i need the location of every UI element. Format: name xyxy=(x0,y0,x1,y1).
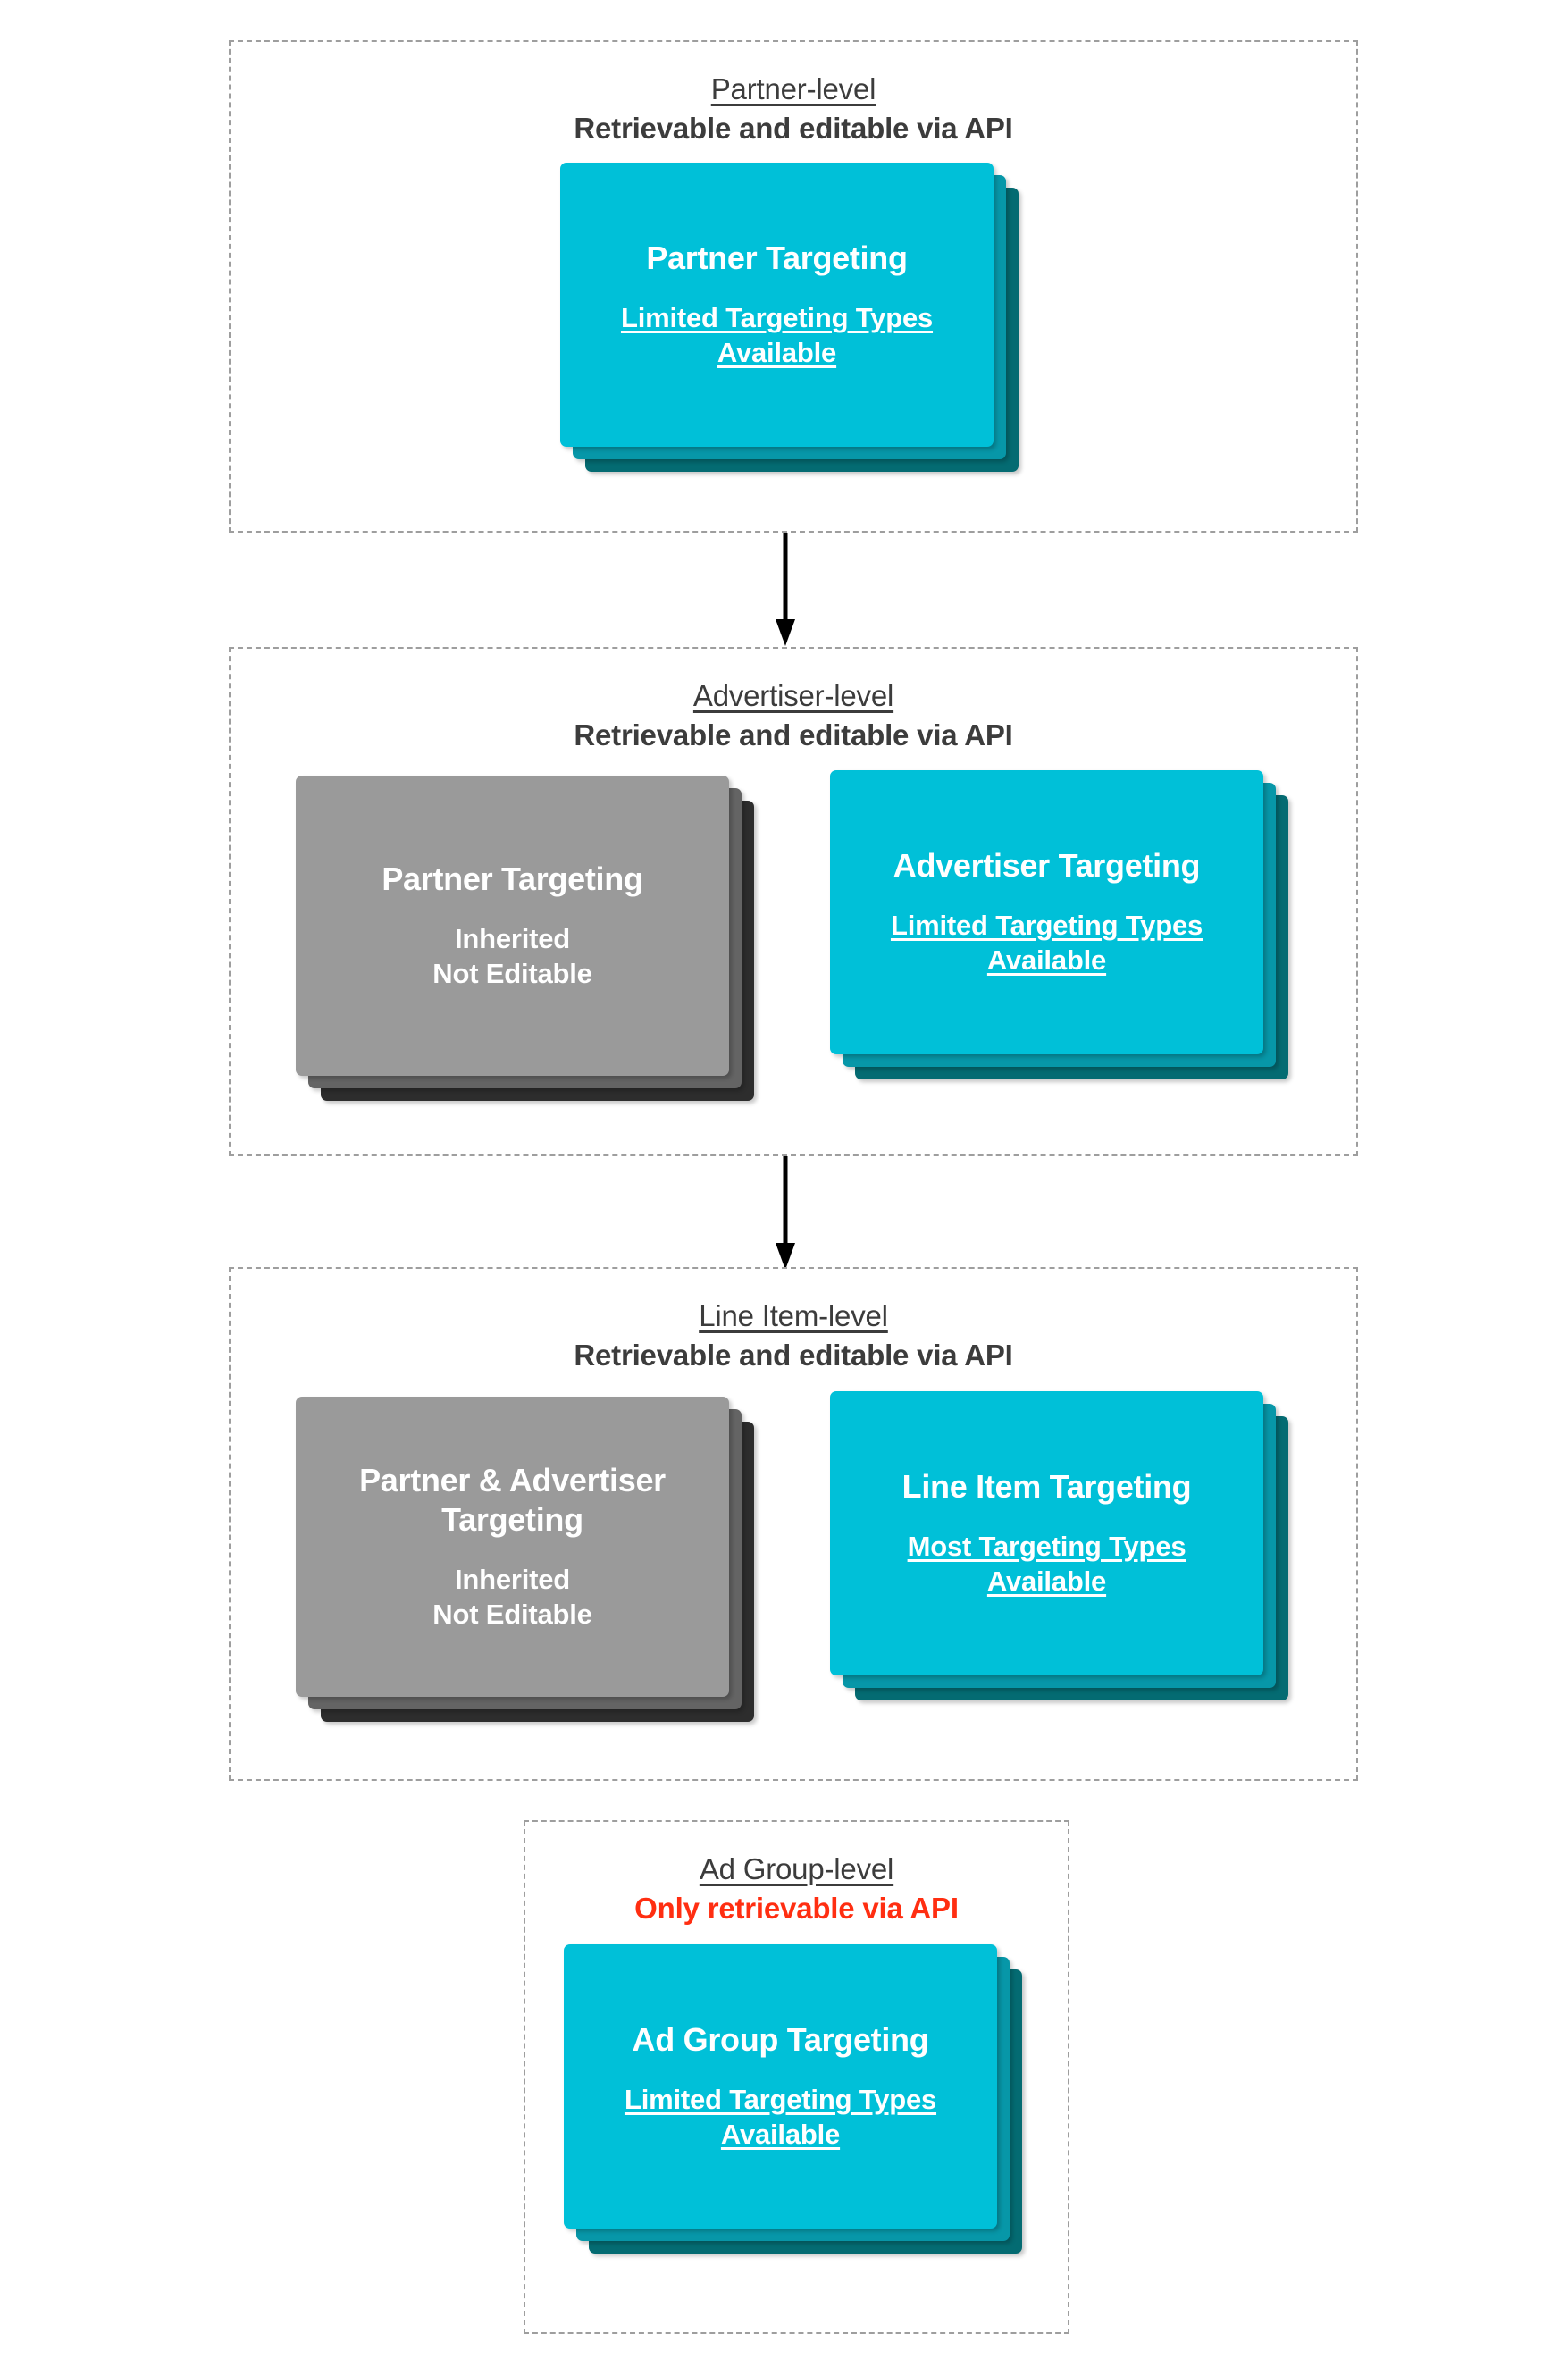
card-note: Inherited Not Editable xyxy=(432,923,592,989)
level-ad-group-title: Ad Group-level xyxy=(699,1852,894,1885)
card-note: Inherited Not Editable xyxy=(432,1564,592,1630)
card-title: Line Item Targeting xyxy=(901,1468,1192,1506)
level-partner: Partner-level Retrievable and editable v… xyxy=(229,40,1358,533)
card-content: Ad Group Targeting Limited Targeting Typ… xyxy=(564,1944,997,2229)
level-line-item-title: Line Item-level xyxy=(699,1299,888,1332)
card-face: Advertiser Targeting Limited Targeting T… xyxy=(830,770,1263,1054)
arrow-advertiser-to-line-item xyxy=(776,1156,795,1270)
level-partner-subtitle: Retrievable and editable via API xyxy=(574,112,1013,146)
level-advertiser: Advertiser-level Retrievable and editabl… xyxy=(229,647,1358,1156)
level-line-item-subtitle: Retrievable and editable via API xyxy=(574,1339,1013,1372)
card-inherited-partner-targeting[interactable]: Partner Targeting Inherited Not Editable xyxy=(296,776,754,1101)
level-ad-group-subtitle: Only retrievable via API xyxy=(634,1892,959,1926)
card-content: Partner Targeting Inherited Not Editable xyxy=(296,776,729,1076)
card-title: Partner Targeting xyxy=(646,239,908,277)
level-advertiser-header: Advertiser-level Retrievable and editabl… xyxy=(231,677,1356,755)
card-note: Limited Targeting Types Available xyxy=(890,910,1203,976)
level-line-item-header: Line Item-level Retrievable and editable… xyxy=(231,1297,1356,1375)
card-face: Partner Targeting Limited Targeting Type… xyxy=(560,163,994,447)
level-partner-title: Partner-level xyxy=(710,72,876,105)
arrow-partner-to-advertiser xyxy=(776,533,795,646)
card-note: Limited Targeting Types Available xyxy=(620,302,934,368)
card-note: Limited Targeting Types Available xyxy=(624,2084,937,2150)
card-face: Ad Group Targeting Limited Targeting Typ… xyxy=(564,1944,997,2229)
card-content: Partner & Advertiser Targeting Inherited… xyxy=(296,1397,729,1697)
card-note: Most Targeting Types Available xyxy=(907,1531,1186,1597)
card-inherited-partner-advertiser-targeting[interactable]: Partner & Advertiser Targeting Inherited… xyxy=(296,1397,754,1722)
level-ad-group: Ad Group-level Only retrievable via API … xyxy=(524,1820,1069,2334)
level-line-item: Line Item-level Retrievable and editable… xyxy=(229,1267,1358,1781)
level-advertiser-title: Advertiser-level xyxy=(692,679,894,712)
card-title: Partner & Advertiser Targeting xyxy=(359,1462,666,1539)
card-ad-group-targeting[interactable]: Ad Group Targeting Limited Targeting Typ… xyxy=(564,1944,1022,2254)
card-content: Line Item Targeting Most Targeting Types… xyxy=(830,1391,1263,1675)
card-face: Partner Targeting Inherited Not Editable xyxy=(296,776,729,1076)
level-advertiser-subtitle: Retrievable and editable via API xyxy=(574,718,1013,752)
card-content: Advertiser Targeting Limited Targeting T… xyxy=(830,770,1263,1054)
card-face: Line Item Targeting Most Targeting Types… xyxy=(830,1391,1263,1675)
card-partner-targeting[interactable]: Partner Targeting Limited Targeting Type… xyxy=(560,163,1019,472)
card-advertiser-targeting[interactable]: Advertiser Targeting Limited Targeting T… xyxy=(830,770,1288,1079)
level-ad-group-header: Ad Group-level Only retrievable via API xyxy=(525,1851,1068,1928)
card-title: Partner Targeting xyxy=(382,860,643,898)
card-face: Partner & Advertiser Targeting Inherited… xyxy=(296,1397,729,1697)
card-title: Ad Group Targeting xyxy=(632,2021,929,2059)
card-line-item-targeting[interactable]: Line Item Targeting Most Targeting Types… xyxy=(830,1391,1288,1700)
level-partner-header: Partner-level Retrievable and editable v… xyxy=(231,71,1356,148)
card-content: Partner Targeting Limited Targeting Type… xyxy=(560,163,994,447)
card-title: Advertiser Targeting xyxy=(893,847,1201,885)
